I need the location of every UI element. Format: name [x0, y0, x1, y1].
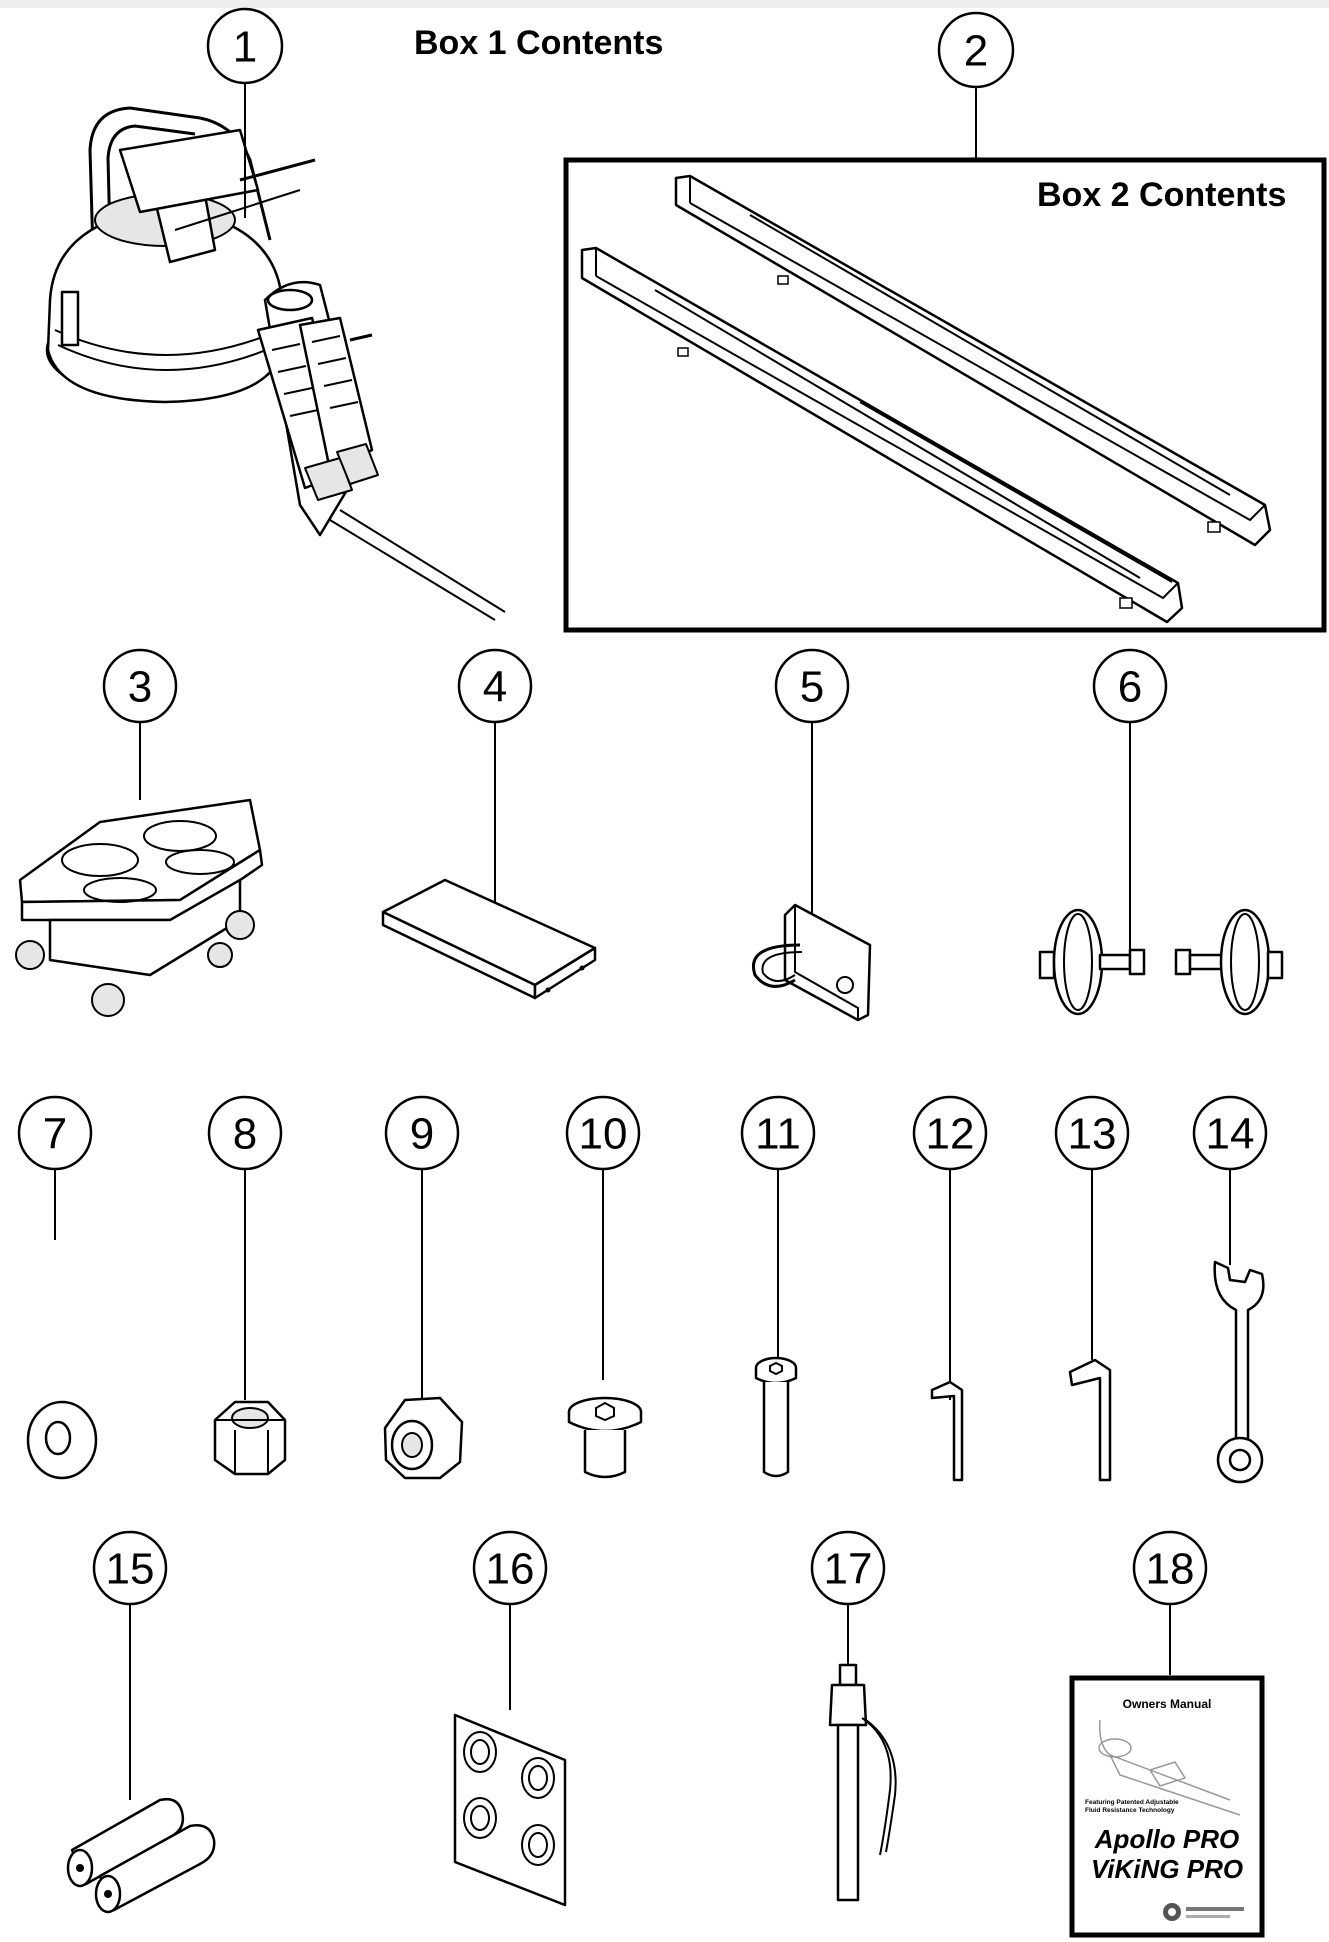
callout-3: 3 — [128, 663, 152, 712]
box1-title: Box 1 Contents — [414, 24, 663, 62]
manual-logo — [1163, 1903, 1244, 1921]
callout-2: 2 — [964, 27, 988, 76]
part-17-sensor — [828, 1663, 897, 1902]
part-15-batteries — [66, 1798, 216, 1914]
callout-11: 11 — [755, 1110, 801, 1159]
callout-14: 14 — [1206, 1110, 1255, 1159]
part-3-seat — [15, 798, 264, 1017]
callout-18: 18 — [1146, 1545, 1195, 1594]
part-6-wheels — [1038, 908, 1284, 1016]
callout-8: 8 — [233, 1110, 257, 1159]
callout-15: 15 — [106, 1545, 155, 1594]
manual-heading: Owners Manual — [1123, 1697, 1212, 1711]
callout-16: 16 — [486, 1545, 535, 1594]
callout-1: 1 — [233, 23, 257, 72]
callout-5: 5 — [800, 663, 824, 712]
part-10-flat-head-bolt — [567, 1396, 643, 1479]
part-14-wrench — [1213, 1260, 1265, 1484]
manual-tagline-1: Featuring Patented Adjustable — [1085, 1799, 1179, 1806]
part-16-rubber-pads — [453, 1713, 567, 1907]
box2-frame — [563, 157, 1327, 633]
callout-4: 4 — [483, 663, 507, 712]
part-7-washer — [26, 1400, 98, 1480]
callout-9: 9 — [410, 1110, 434, 1159]
part-8-nut — [213, 1400, 287, 1476]
callout-10: 10 — [579, 1110, 628, 1159]
callout-17: 17 — [824, 1545, 873, 1594]
manual-brand-viking: ViKiNG PRO — [1091, 1854, 1243, 1884]
callout-7: 7 — [43, 1110, 67, 1159]
part-11-long-bolt — [754, 1356, 798, 1478]
part-13-hex-key-large — [1068, 1358, 1112, 1482]
part-9-nylock-nut — [383, 1396, 464, 1480]
callout-13: 13 — [1068, 1110, 1117, 1159]
box2-title: Box 2 Contents — [1037, 176, 1286, 214]
callout-6: 6 — [1118, 663, 1142, 712]
part-2-rails — [580, 174, 1272, 624]
manual-rower-sketch — [1098, 1719, 1241, 1816]
part-1-rower-frame — [45, 106, 506, 621]
part-5-bracket — [752, 903, 872, 1022]
manual-brand-apollo: Apollo PRO — [1094, 1824, 1239, 1854]
callout-12: 12 — [926, 1110, 975, 1159]
part-4-plate — [381, 878, 597, 1000]
part-12-hex-key-small — [930, 1380, 964, 1482]
part-18-owners-manual: Owners Manual Featuring Patented Adjusta… — [1069, 1675, 1265, 1938]
manual-tagline-2: Fluid Resistance Technology — [1085, 1807, 1175, 1814]
